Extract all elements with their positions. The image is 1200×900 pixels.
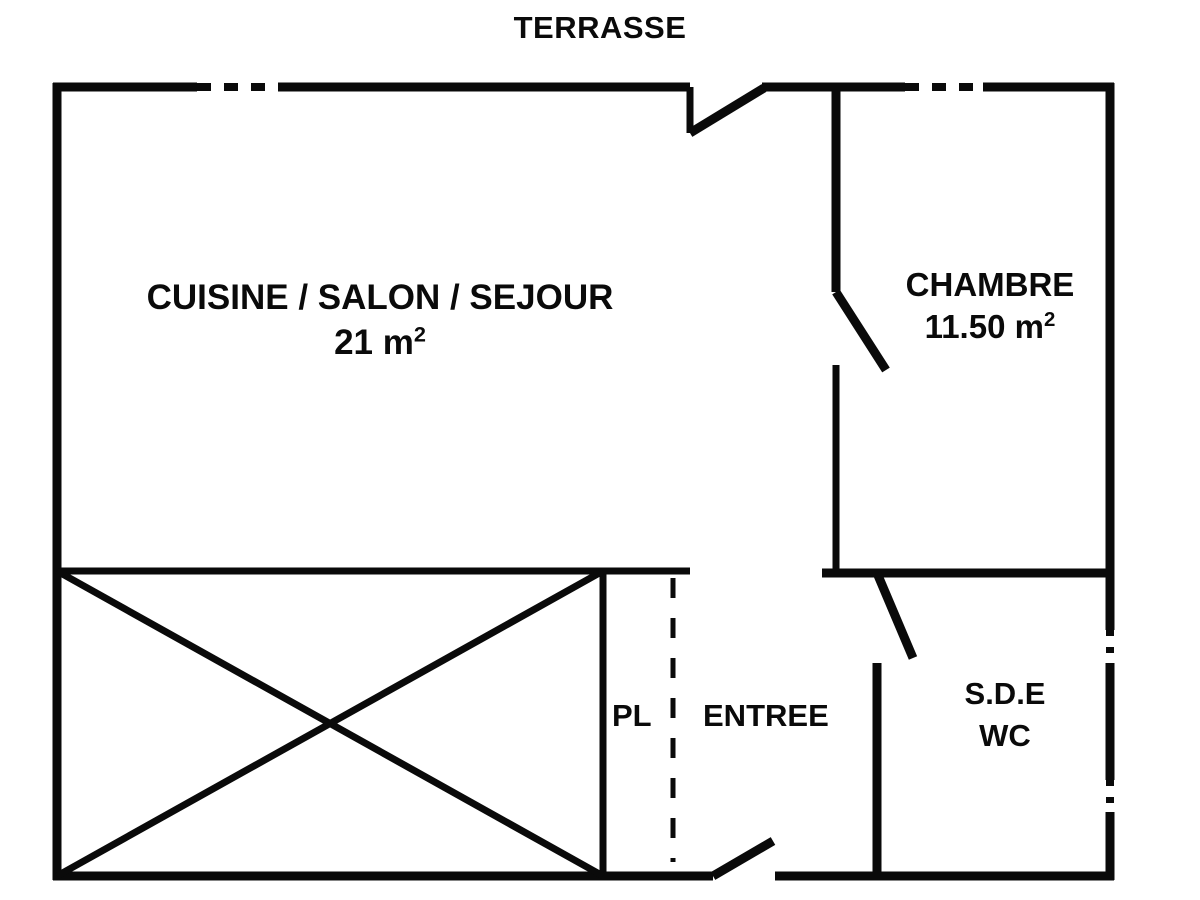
door-entree [710,837,776,880]
chambre-name: CHAMBRE [905,266,1075,303]
label-cuisine-salon-sejour: CUISINE / SALON / SEJOUR 21 m2 [60,277,700,364]
main-room-area: 21 m2 [334,321,426,363]
wc-name: WC [979,717,1031,753]
door-chambre [832,289,890,373]
main-room-name: CUISINE / SALON / SEJOUR [146,278,614,317]
chambre-area-unit: 2 [1043,307,1056,331]
label-placard: PL [612,698,652,733]
label-chambre: CHAMBRE 11.50 m2 [855,266,1125,347]
door-sde-wc [872,571,918,660]
chambre-area: 11.50 m2 [924,307,1056,345]
main-room-area-unit: 2 [413,321,426,347]
label-terrasse: TERRASSE [513,10,687,45]
label-sde-wc: S.D.E WC [910,676,1100,754]
door-terrasse [687,84,767,137]
closet-cross-line-2 [55,567,605,880]
sde-name: S.D.E [964,676,1046,711]
label-entree: ENTREE [703,698,829,733]
